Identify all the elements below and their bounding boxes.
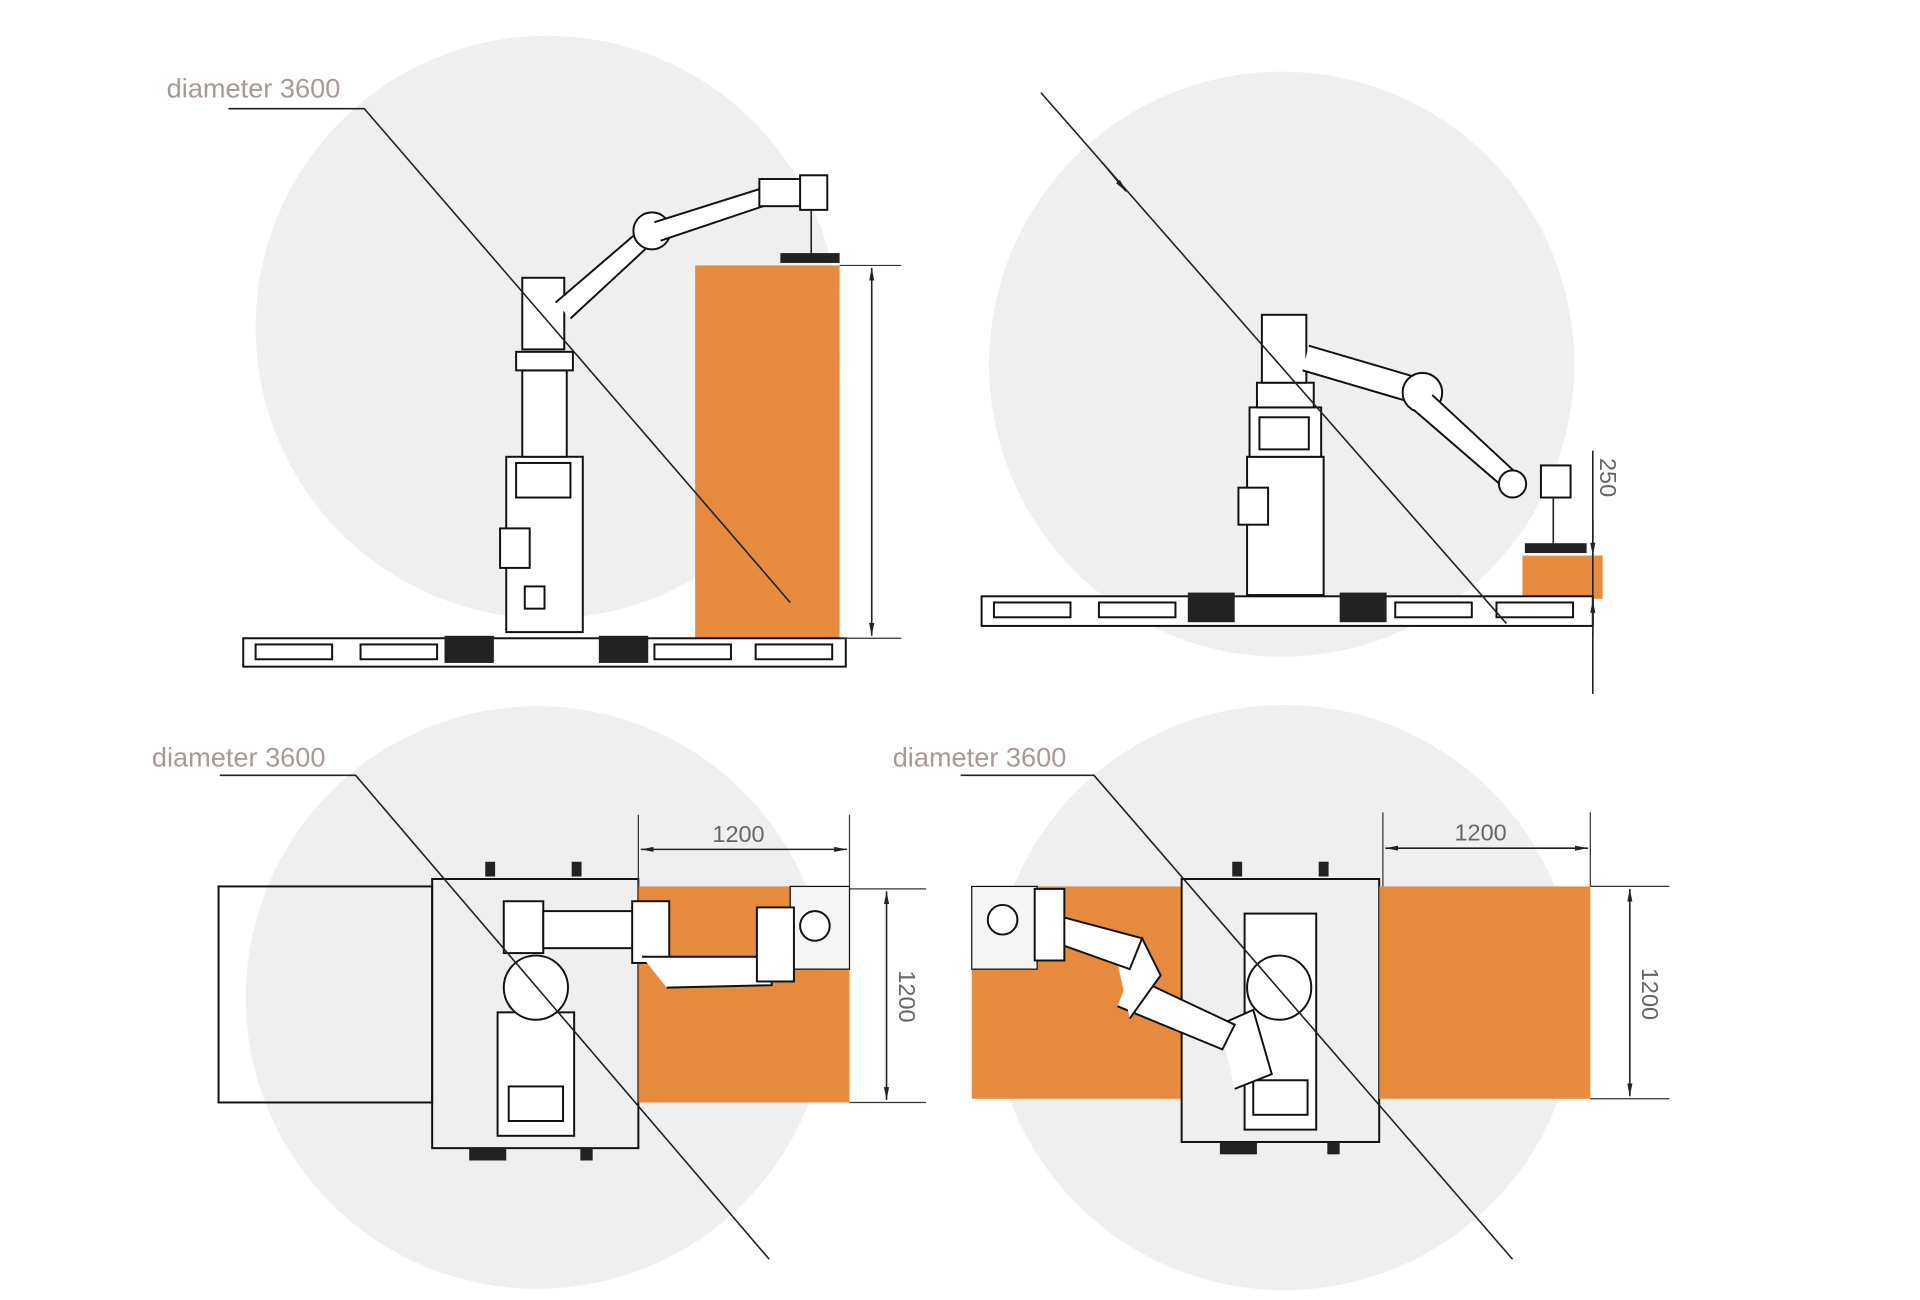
robot xyxy=(499,174,840,634)
diameter-leader xyxy=(960,774,1514,1260)
width-dimension-label: 1200 xyxy=(712,821,764,847)
height-dimension-label: 250 xyxy=(1595,458,1621,497)
diameter-leader xyxy=(228,107,791,603)
target-zone-right xyxy=(1379,886,1591,1099)
depth-dimension-label: 1200 xyxy=(894,970,920,1022)
panel-top-view-left: 1200 1200 diameter 3600 xyxy=(893,704,1670,1291)
diameter-label: diameter 3600 xyxy=(167,73,341,104)
robot xyxy=(1237,313,1587,597)
panel-side-view-low: 250 xyxy=(980,71,1621,694)
target-stack-zone xyxy=(695,265,840,639)
panel-top-view-right: 1200 1200 diameter 3600 xyxy=(152,706,927,1289)
diameter-leader xyxy=(219,774,770,1260)
width-dimension-label: 1200 xyxy=(1455,820,1507,846)
pallet xyxy=(980,592,1594,627)
robot xyxy=(469,861,831,1161)
robot xyxy=(986,861,1340,1155)
diameter-label: diameter 3600 xyxy=(152,742,326,773)
pallet xyxy=(242,635,847,668)
depth-dimension-label: 1200 xyxy=(1637,968,1663,1020)
diameter-label: diameter 3600 xyxy=(893,742,1067,773)
target-stack-zone xyxy=(1522,555,1603,599)
panel-side-view-tall: diameter 3600 xyxy=(167,35,902,668)
